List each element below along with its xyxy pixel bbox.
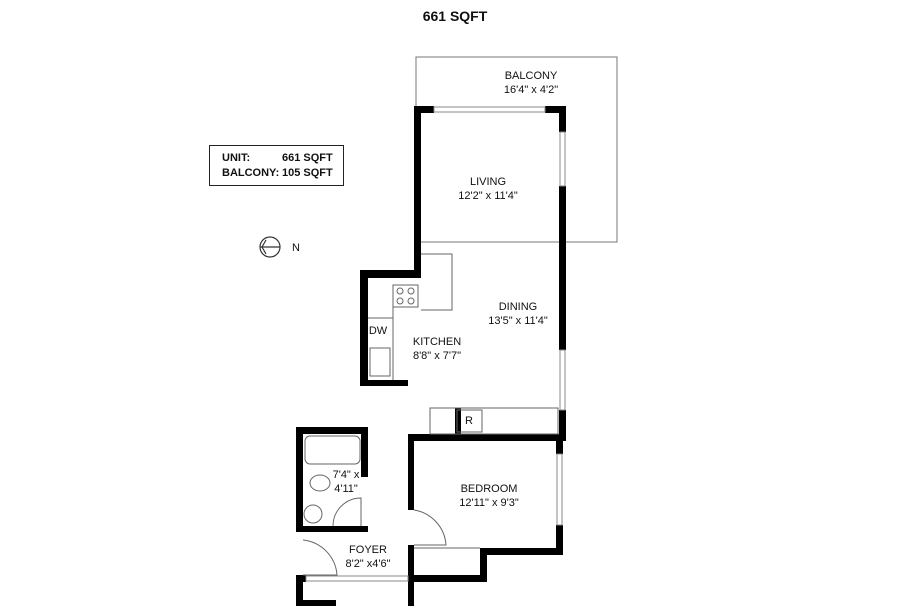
bathroom-label: 7'4" x 4'11" [333,468,360,496]
fixtures-lines [302,253,559,576]
balcony-label: BALCONY: [222,167,280,179]
living-room-label: LIVING 12'2" x 11'4" [458,175,518,203]
toilet [309,474,331,492]
refrigerator-label: R [465,415,473,427]
foyer-size: 8'2" x4'6" [345,558,391,570]
kitchen-name: KITCHEN [412,336,462,348]
unit-value: 661 SQFT [282,152,333,164]
walls [296,106,566,606]
unit-label: UNIT: [222,152,251,164]
bathroom-door [332,497,362,527]
dining-name: DINING [498,301,538,313]
dining-size: 13'5" x 11'4" [488,315,548,327]
stove [392,284,419,308]
balcony-value: 105 SQFT [282,167,333,179]
bedroom-size: 12'11" x 9'3" [459,497,519,509]
bedroom-door [413,509,447,546]
balcony-name: BALCONY [504,70,558,82]
bathroom-size-2: 4'11" [334,483,358,495]
living-size: 12'2" x 11'4" [458,190,518,202]
total-area-heading: 661 SQFT [422,8,488,24]
bathtub [304,435,361,465]
kitchen-room-label: KITCHEN 8'8" x 7'7" [413,335,461,363]
refrigerator [456,409,483,433]
entry-door [302,539,338,576]
sink [369,347,391,377]
foyer-name: FOYER [349,544,387,556]
bedroom-room-label: BEDROOM 12'11" x 9'3" [459,482,519,510]
windows [305,106,566,582]
dishwasher-label: DW [368,325,388,337]
bathroom-size-1: 7'4" x [332,469,360,481]
foyer-room-label: FOYER 8'2" x4'6" [345,543,390,571]
living-name: LIVING [469,176,507,188]
area-summary-box: UNIT: 661 SQFT BALCONY: 105 SQFT [209,145,344,186]
north-compass-icon [259,236,281,258]
dining-room-label: DINING 13'5" x 11'4" [488,300,548,328]
bathroom-sink [303,504,323,524]
balcony-size: 16'4" x 4'2" [503,84,559,96]
balcony-room-label: BALCONY 16'4" x 4'2" [504,69,558,97]
kitchen-size: 8'8" x 7'7" [412,350,462,362]
bedroom-name: BEDROOM [460,483,518,495]
compass-north-label: N [292,242,300,254]
